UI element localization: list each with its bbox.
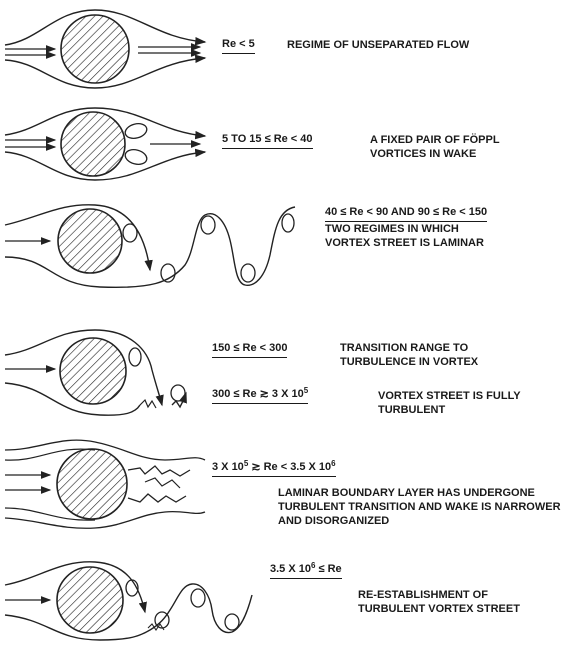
vortex-icon (191, 589, 205, 607)
regime-2-description: A FIXED PAIR OF FÖPPL VORTICES IN WAKE (370, 133, 550, 161)
regime-2-flow-figure (0, 100, 220, 195)
regime-4-flow-figure (0, 305, 220, 430)
cylinder-icon (61, 112, 125, 176)
vortex-icon (225, 614, 239, 630)
cylinder-icon (58, 209, 122, 273)
regime-1-condition: Re < 5 (222, 37, 255, 54)
regime-6-condition: 3.5 X 106 ≤ Re (270, 562, 342, 579)
regime-6-description: RE-ESTABLISHMENT OF TURBULENT VORTEX STR… (358, 588, 558, 616)
regime-2-condition: 5 TO 15 ≤ Re < 40 (222, 132, 313, 149)
vortex-icon (124, 121, 149, 140)
regime-4-description-2: VORTEX STREET IS FULLY TURBULENT (378, 389, 548, 417)
regime-3-condition: 40 ≤ Re < 90 AND 90 ≤ Re < 150 (325, 205, 487, 222)
regime-6-flow-figure (0, 540, 270, 646)
regime-3-flow-figure (0, 195, 320, 305)
regime-1-unseparated: Re < 5 REGIME OF UNSEPARATED FLOW (0, 0, 580, 100)
regime-4-description: TRANSITION RANGE TO TURBULENCE IN VORTEX (340, 341, 540, 369)
regime-5-description: LAMINAR BOUNDARY LAYER HAS UNDERGONE TUR… (278, 486, 573, 528)
vortex-icon (123, 224, 137, 242)
vortex-icon (171, 385, 185, 401)
vortex-icon (241, 264, 255, 282)
cylinder-icon (61, 15, 129, 83)
regime-2-foppl: 5 TO 15 ≤ Re < 40 A FIXED PAIR OF FÖPPL … (0, 100, 580, 195)
regime-1-flow-figure (0, 0, 220, 100)
regime-5-narrow-wake: 3 X 105 ≳ Re < 3.5 X 106 LAMINAR BOUNDAR… (0, 430, 580, 540)
regime-5-flow-figure (0, 430, 230, 540)
regime-4-condition-2: 300 ≤ Re ≳ 3 X 105 (212, 387, 308, 404)
cylinder-icon (57, 567, 123, 633)
regime-6-reestablished-street: 3.5 X 106 ≤ Re RE-ESTABLISHMENT OF TURBU… (0, 540, 580, 646)
cylinder-icon (60, 338, 126, 404)
vortex-icon (282, 214, 294, 232)
regime-5-condition: 3 X 105 ≳ Re < 3.5 X 106 (212, 460, 336, 477)
regime-4-condition: 150 ≤ Re < 300 (212, 341, 287, 358)
regime-3-description: TWO REGIMES IN WHICH VORTEX STREET IS LA… (325, 222, 500, 250)
vortex-icon (201, 216, 215, 234)
vortex-icon (124, 147, 149, 166)
vortex-icon (129, 348, 141, 366)
regime-4-transition: 150 ≤ Re < 300 TRANSITION RANGE TO TURBU… (0, 305, 580, 430)
regime-3-laminar-street: 40 ≤ Re < 90 AND 90 ≤ Re < 150 TWO REGIM… (0, 195, 580, 305)
cylinder-icon (57, 449, 127, 519)
regime-1-description: REGIME OF UNSEPARATED FLOW (287, 38, 567, 52)
